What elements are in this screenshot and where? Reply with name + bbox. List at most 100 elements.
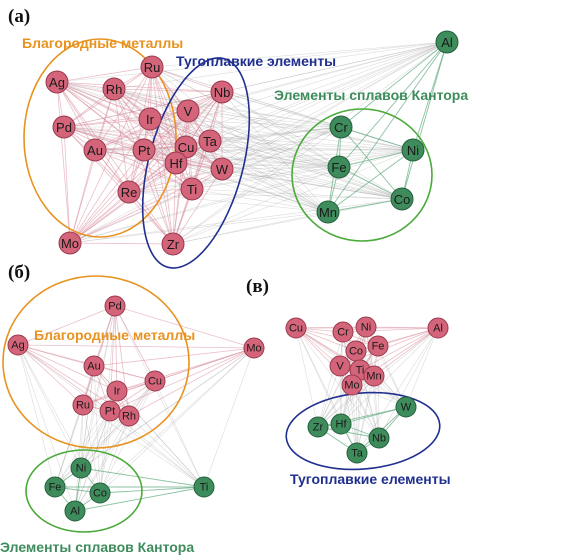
panel-c-node-cr [332,321,354,343]
network-edge [54,410,111,488]
panel-b-node-label-pt: Pt [105,406,115,418]
network-edge [74,486,205,512]
network-edge [63,118,151,128]
network-edge [17,305,116,346]
network-edge [187,110,342,128]
network-edge [154,380,205,488]
network-edge [94,149,329,213]
panel-b-node-ru [72,394,94,416]
panel-a-node-ru [140,55,164,79]
panel-c-node-ni [355,316,377,338]
panel-b-cantor-group-label: Элементы сплавов Кантора [0,539,194,555]
network-edge [128,149,414,193]
panel-c-node-label-ti: Ti [356,365,365,377]
network-edge [128,126,342,193]
network-edge [80,365,95,469]
panel-a-node-hf [164,151,188,175]
panel-b-node-label-fe: Fe [49,482,62,494]
network-edge [63,126,193,190]
network-edge [99,347,255,494]
panel-a-node-label-fe: Fe [331,160,346,175]
panel-b-node-ir [106,380,128,402]
panel-b-node-ti [193,476,215,498]
panel-c-node-mo [341,374,363,396]
network-edge [187,41,448,112]
network-edge [99,380,156,494]
panel-c-node-nb [368,427,390,449]
network-edge [116,347,255,392]
network-edge [175,162,340,168]
network-edge [149,41,448,120]
network-edge [209,140,329,213]
network-edge [172,91,223,245]
network-edge [113,88,223,93]
network-edge [128,110,189,193]
network-edge [17,344,255,349]
network-edge [221,149,414,170]
panel-a-node-label-ni: Ni [407,143,419,158]
panel-b-node-label-ru: Ru [76,400,90,412]
panel-a-node-ir [138,107,162,131]
panel-b-node-label-cu: Cu [148,376,162,388]
network-edge [203,347,255,488]
panel-a-node-label-hf: Hf [170,156,183,171]
network-edge [143,41,448,151]
network-edge [113,88,403,200]
network-edge [80,415,130,469]
panel-a-node-fe [327,155,351,179]
network-edge [340,331,344,425]
panel-a-node-rh [102,77,126,101]
panel-a-label: (a) [8,6,30,27]
network-edge [175,126,342,164]
panel-b-node-label-rh: Rh [122,411,136,423]
network-edge [221,91,340,168]
panel-a-node-label-ru: Ru [144,60,161,75]
network-edge [69,149,414,244]
panel-c-node-hf [330,413,352,435]
network-edge [327,41,448,213]
network-edge [99,415,130,494]
panel-a-node-label-v: V [184,104,193,119]
network-edge [191,149,414,190]
network-edge [80,467,205,488]
network-edge [80,410,111,469]
panel-c-node-w [395,396,417,418]
network-edge [113,88,189,112]
network-edge [69,149,145,244]
network-edge [221,126,342,170]
network-edge [191,166,340,190]
network-edge [359,327,439,371]
network-edge [149,118,403,200]
panel-b-node-label-ni: Ni [76,463,86,475]
network-edge [69,110,189,244]
network-edge [338,41,448,168]
network-edge [317,331,344,428]
panel-c-node-label-mn: Mn [366,371,381,383]
network-edge [69,211,329,244]
network-edge [56,81,223,93]
network-edge [401,41,448,200]
network-edge [113,88,130,193]
network-edge [221,91,414,151]
panel-a-node-label-cu: Cu [178,140,195,155]
panel-c-node-v [329,355,351,377]
group-outline-layer [2,38,441,533]
panel-b-node-label-ti: Ti [200,482,209,494]
network-edge [94,41,448,151]
network-edge [93,347,255,367]
network-edge [338,149,414,168]
network-edge [63,41,448,128]
panel-a-noble-group-label: Благородные металлы [22,35,183,51]
panel-c-node-label-mo: Mo [344,380,359,392]
network-edge [69,149,96,244]
network-edge [69,88,115,244]
panel-a-cantor-group-outline [291,108,433,242]
network-edge [17,344,84,406]
network-edge [295,327,380,439]
network-edge [295,327,357,352]
panel-b-node-al [64,500,86,522]
panel-a-node-ag [45,70,69,94]
panel-b-node-label-au: Au [87,361,100,373]
panel-a-node-v [176,99,200,123]
network-edge [151,66,223,93]
